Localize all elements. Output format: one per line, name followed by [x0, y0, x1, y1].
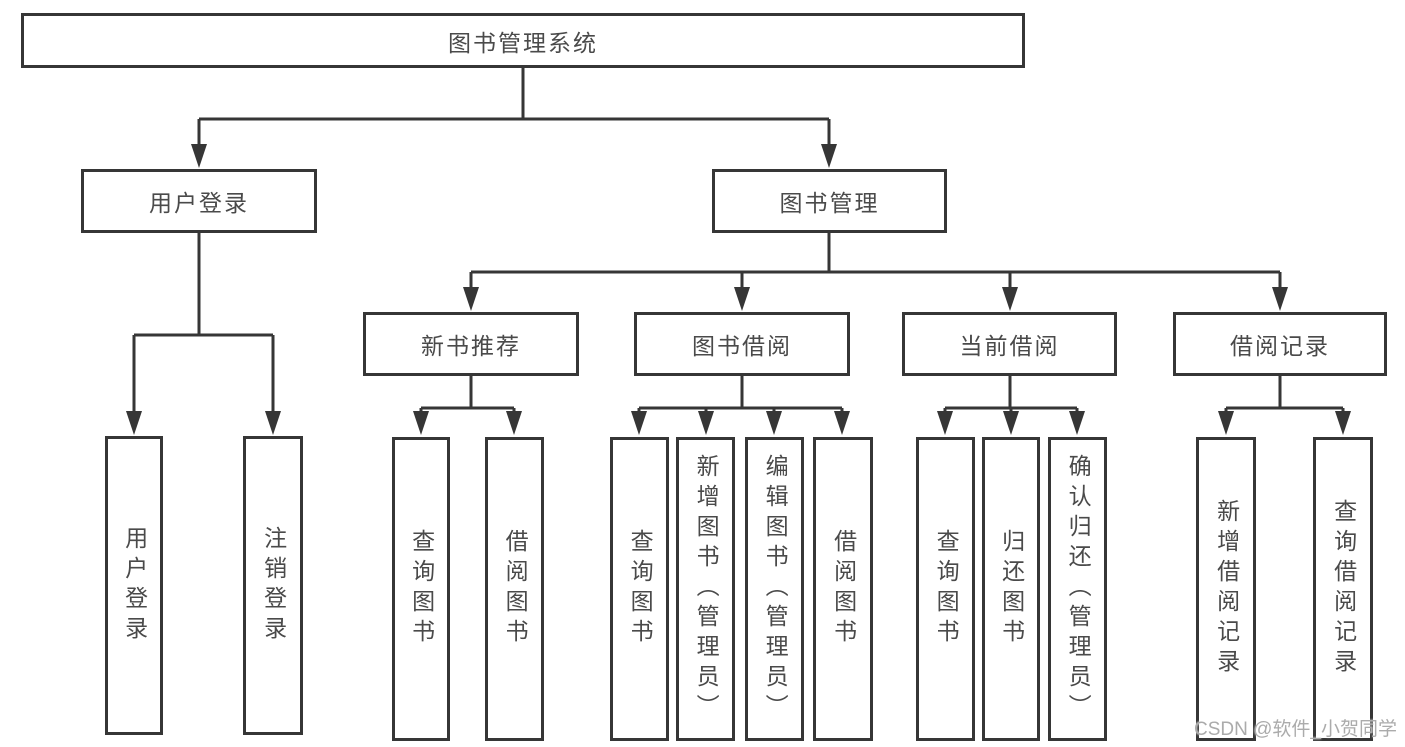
leaf-return-book: 归还图书 — [982, 437, 1040, 741]
leaf-query-book-2: 查询图书 — [610, 437, 669, 741]
csdn-watermark: CSDN @软件_小贺同学 — [1194, 719, 1397, 740]
node-book-management: 图书管理 — [712, 169, 947, 233]
node-current-borrow: 当前借阅 — [902, 312, 1117, 376]
node-book-borrow: 图书借阅 — [634, 312, 850, 376]
leaf-borrow-book-2: 借阅图书 — [813, 437, 873, 741]
leaf-edit-book-admin: 编辑图书（管理员） — [745, 437, 804, 741]
leaf-add-borrow-record: 新增借阅记录 — [1196, 437, 1256, 741]
node-root: 图书管理系统 — [21, 13, 1025, 68]
node-new-book-recommend: 新书推荐 — [363, 312, 579, 376]
arrowheads — [126, 144, 1351, 435]
leaf-add-book-admin: 新增图书（管理员） — [676, 437, 735, 741]
leaf-user-login: 用户登录 — [105, 436, 163, 735]
leaf-query-book-1: 查询图书 — [392, 437, 450, 741]
leaf-confirm-return-admin: 确认归还（管理员） — [1048, 437, 1107, 741]
leaf-query-borrow-record: 查询借阅记录 — [1313, 437, 1373, 741]
node-user-login: 用户登录 — [81, 169, 317, 233]
node-borrow-records: 借阅记录 — [1173, 312, 1387, 376]
leaf-query-book-3: 查询图书 — [916, 437, 975, 741]
leaf-logout: 注销登录 — [243, 436, 303, 735]
leaf-borrow-book-1: 借阅图书 — [485, 437, 544, 741]
